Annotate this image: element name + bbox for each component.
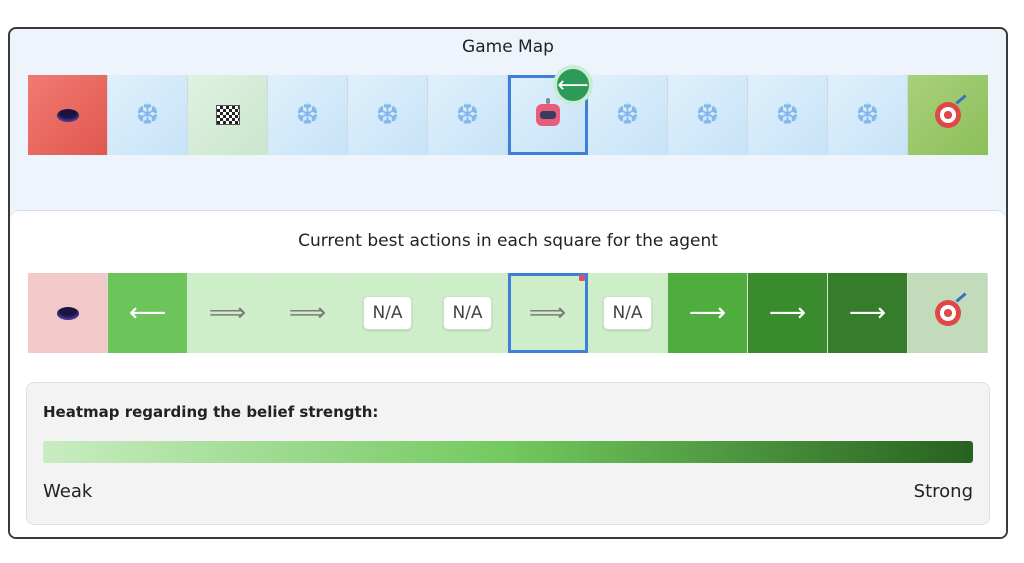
map-cell-hole[interactable] [28, 75, 108, 155]
heatmap-label: Heatmap regarding the belief strength: [43, 403, 379, 421]
action-cell[interactable]: N/A [348, 273, 428, 353]
hole-icon [56, 306, 79, 320]
robot-icon [535, 98, 560, 126]
snowflake-icon: ❆ [135, 98, 160, 131]
actions-title: Current best actions in each square for … [298, 231, 718, 251]
selection-marker-icon [579, 275, 585, 281]
na-badge: N/A [443, 296, 492, 330]
target-icon [935, 102, 961, 128]
map-cell-start[interactable] [188, 75, 268, 155]
map-cell-ice[interactable]: ❆ [668, 75, 748, 155]
heatmap-legend: Heatmap regarding the belief strength: W… [26, 382, 990, 525]
target-icon [934, 300, 961, 326]
map-cell-ice[interactable]: ❆ [108, 75, 188, 155]
action-cell[interactable]: ⟶ [748, 273, 828, 353]
action-arrow-icon: ⟶ [848, 298, 887, 328]
map-cell-ice[interactable]: ❆ [268, 75, 348, 155]
action-cell[interactable]: ⟹ [268, 273, 348, 353]
left-arrow-icon: ⟵ [557, 72, 589, 98]
action-arrow-icon: ⟹ [288, 298, 327, 328]
snowflake-icon: ❆ [775, 98, 800, 131]
action-cell[interactable]: ⟹ [508, 273, 588, 353]
action-cell[interactable]: ⟹ [188, 273, 268, 353]
snowflake-icon: ❆ [695, 98, 720, 131]
map-cell-ice[interactable]: ❆ [828, 75, 908, 155]
snowflake-icon: ❆ [375, 98, 400, 131]
checkered-flag-icon [215, 105, 240, 125]
action-arrow-icon: ⟹ [528, 298, 567, 328]
map-cell-ice[interactable]: ❆ [428, 75, 508, 155]
game-window: Game Map ❆ ❆ ❆ ❆ ❆ ❆ ❆ ❆ ⟵ Current best actions… [8, 27, 1008, 539]
action-arrow-icon: ⟶ [688, 298, 727, 328]
map-cell-goal[interactable] [908, 75, 988, 155]
map-cell-ice[interactable]: ❆ [588, 75, 668, 155]
hole-icon [56, 108, 79, 122]
action-cell[interactable] [908, 273, 988, 353]
action-arrow-icon: ⟹ [208, 298, 247, 328]
action-cell[interactable]: ⟶ [828, 273, 908, 353]
heatmap-gradient-bar [43, 441, 973, 463]
snowflake-icon: ❆ [855, 98, 880, 131]
na-badge: N/A [603, 296, 652, 330]
agent-direction-badge: ⟵ [553, 65, 593, 105]
game-map-title: Game Map [462, 37, 554, 57]
action-arrow-icon: ⟶ [768, 298, 807, 328]
snowflake-icon: ❆ [615, 98, 640, 131]
action-cell[interactable]: ⟶ [668, 273, 748, 353]
action-cell[interactable]: N/A [428, 273, 508, 353]
snowflake-icon: ❆ [455, 98, 480, 131]
map-cell-ice[interactable]: ❆ [348, 75, 428, 155]
map-cell-ice[interactable]: ❆ [748, 75, 828, 155]
action-cell[interactable]: N/A [588, 273, 668, 353]
action-cell[interactable] [28, 273, 108, 353]
na-badge: N/A [363, 296, 412, 330]
heatmap-strong-label: Strong [913, 481, 973, 502]
snowflake-icon: ❆ [295, 98, 320, 131]
action-arrow-icon: ⟵ [128, 298, 167, 328]
heatmap-weak-label: Weak [43, 481, 93, 502]
game-map-grid: ❆ ❆ ❆ ❆ ❆ ❆ ❆ ❆ [28, 75, 988, 155]
actions-grid: ⟵ ⟹ ⟹ N/A N/A ⟹ N/A ⟶ ⟶ ⟶ [28, 273, 988, 353]
action-cell[interactable]: ⟵ [108, 273, 188, 353]
actions-panel: Current best actions in each square for … [10, 210, 1006, 537]
